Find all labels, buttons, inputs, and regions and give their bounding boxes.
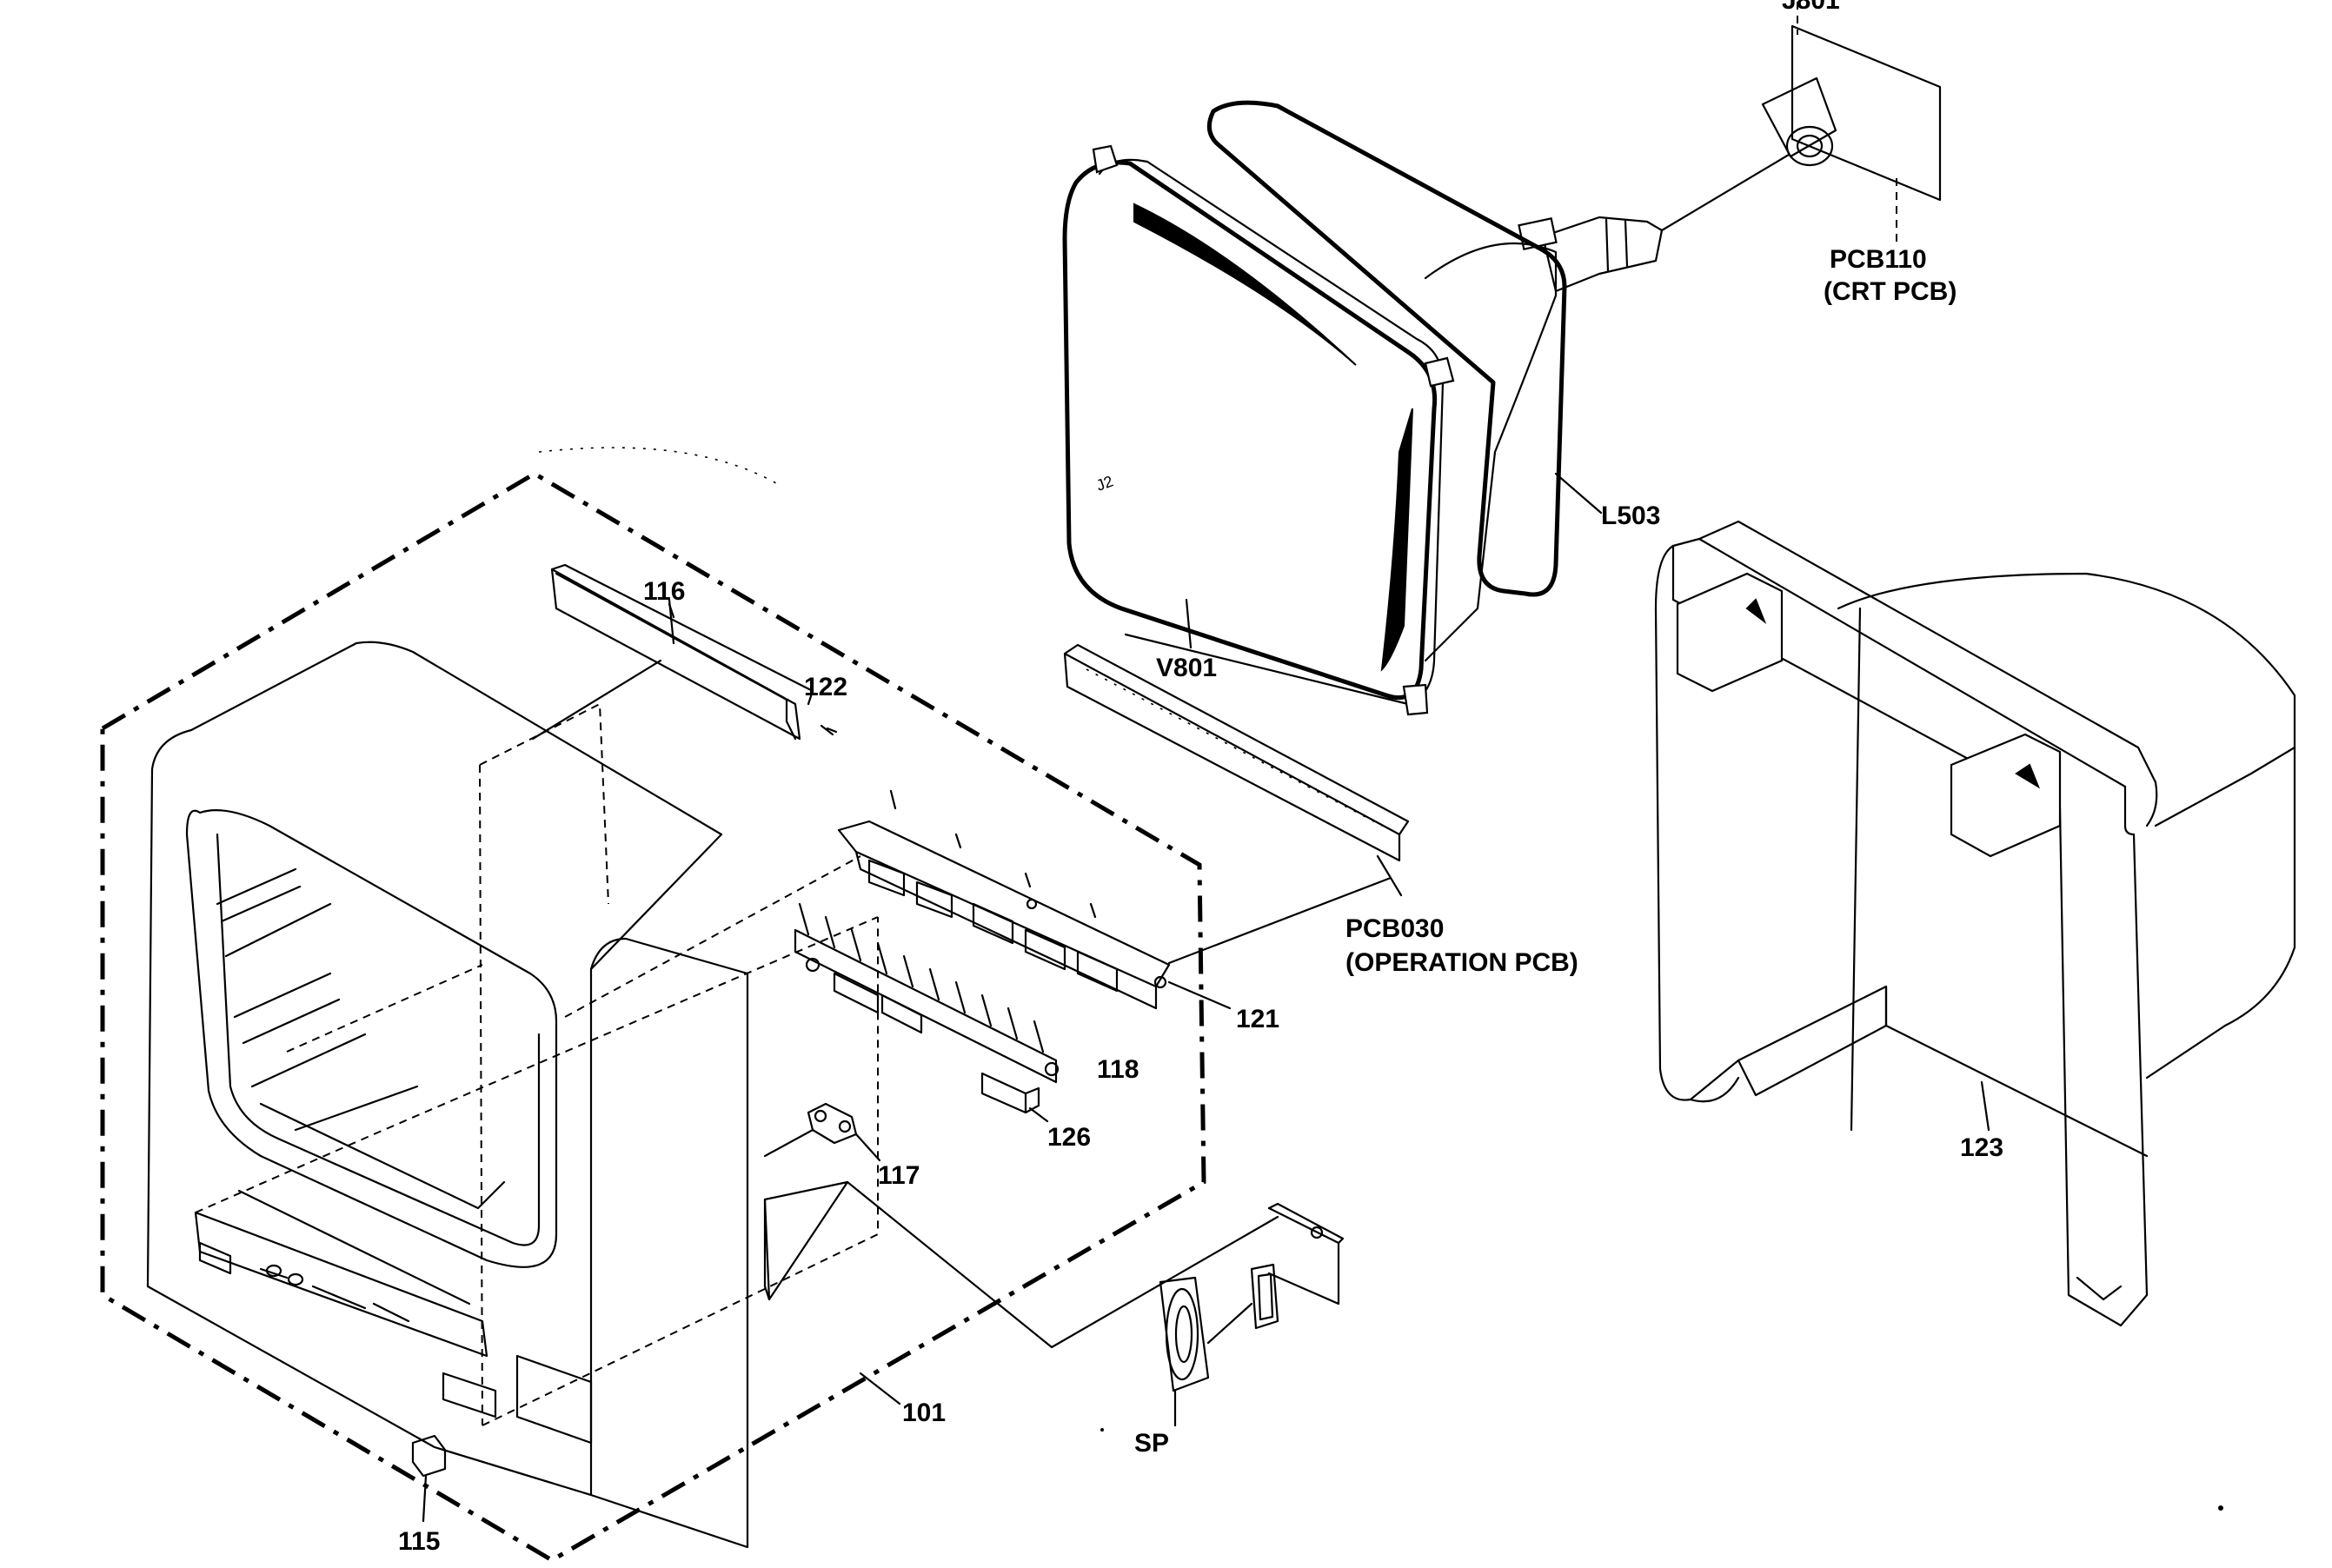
leader-116-to-cabinet bbox=[531, 659, 662, 741]
deflection-yoke-l503 bbox=[1206, 100, 1567, 597]
label-crt-pcb: (CRT PCB) bbox=[1824, 277, 1957, 306]
part-121-button-board bbox=[837, 789, 1171, 1010]
leader-117 bbox=[854, 1133, 881, 1162]
leader-v801 bbox=[1185, 598, 1193, 649]
label-v801: V801 bbox=[1156, 654, 1217, 682]
svg-text:J2: J2 bbox=[1094, 472, 1116, 494]
crt-picture-tube: J2 bbox=[1062, 100, 1664, 716]
leader-117-to-cabinet bbox=[763, 1128, 814, 1158]
label-l503: L503 bbox=[1601, 502, 1660, 530]
back-cabinet-123 bbox=[1654, 520, 2296, 1327]
part-115 bbox=[411, 1434, 447, 1478]
crt-socket-j801 bbox=[1761, 76, 1837, 158]
screen-opening bbox=[185, 809, 558, 1268]
label-121: 121 bbox=[1236, 1005, 1279, 1033]
crt-pcb-board bbox=[1791, 24, 1942, 202]
leader-123 bbox=[1980, 1080, 1990, 1132]
label-sp: SP bbox=[1134, 1429, 1169, 1458]
label-116: 116 bbox=[643, 577, 685, 606]
crt-neck bbox=[1541, 216, 1664, 293]
leader-115 bbox=[422, 1474, 428, 1523]
label-101: 101 bbox=[902, 1399, 946, 1427]
leader-pcb030 bbox=[1376, 854, 1403, 897]
leader-j801 bbox=[1660, 153, 1791, 232]
front-cabinet-101 bbox=[146, 641, 879, 1549]
label-122: 122 bbox=[804, 673, 847, 701]
label-118: 118 bbox=[1097, 1055, 1139, 1084]
label-pcb110: PCB110 bbox=[1830, 245, 1927, 274]
leader-sp-to-cabinet bbox=[846, 1180, 1279, 1349]
crt-pcb-assembly bbox=[1660, 2, 1942, 243]
label-117: 117 bbox=[878, 1161, 920, 1190]
leader-101 bbox=[859, 1372, 901, 1405]
label-123: 123 bbox=[1960, 1133, 2003, 1162]
label-126: 126 bbox=[1047, 1123, 1091, 1152]
part-118-button-set bbox=[794, 902, 1060, 1084]
crt-screen-face bbox=[1062, 160, 1438, 701]
leader-121 bbox=[1167, 980, 1232, 1010]
operation-pcb-board bbox=[1063, 643, 1410, 862]
front-cabinet-enclosure bbox=[100, 471, 1206, 1563]
crt-funnel bbox=[1424, 242, 1558, 662]
leader-126 bbox=[1028, 1106, 1049, 1123]
part-117-switch bbox=[807, 1102, 858, 1145]
leader-116 bbox=[668, 602, 675, 619]
speaker-sp bbox=[1159, 1202, 1345, 1392]
label-operation-pcb: (OPERATION PCB) bbox=[1345, 948, 1578, 977]
label-115: 115 bbox=[398, 1527, 440, 1556]
label-pcb030: PCB030 bbox=[1345, 914, 1444, 943]
label-j801: J801 bbox=[1782, 0, 1840, 15]
leader-121-to-pcb bbox=[1167, 876, 1392, 965]
leader-l503 bbox=[1554, 472, 1603, 515]
part-126 bbox=[980, 1072, 1040, 1114]
screw-122 bbox=[820, 724, 838, 736]
